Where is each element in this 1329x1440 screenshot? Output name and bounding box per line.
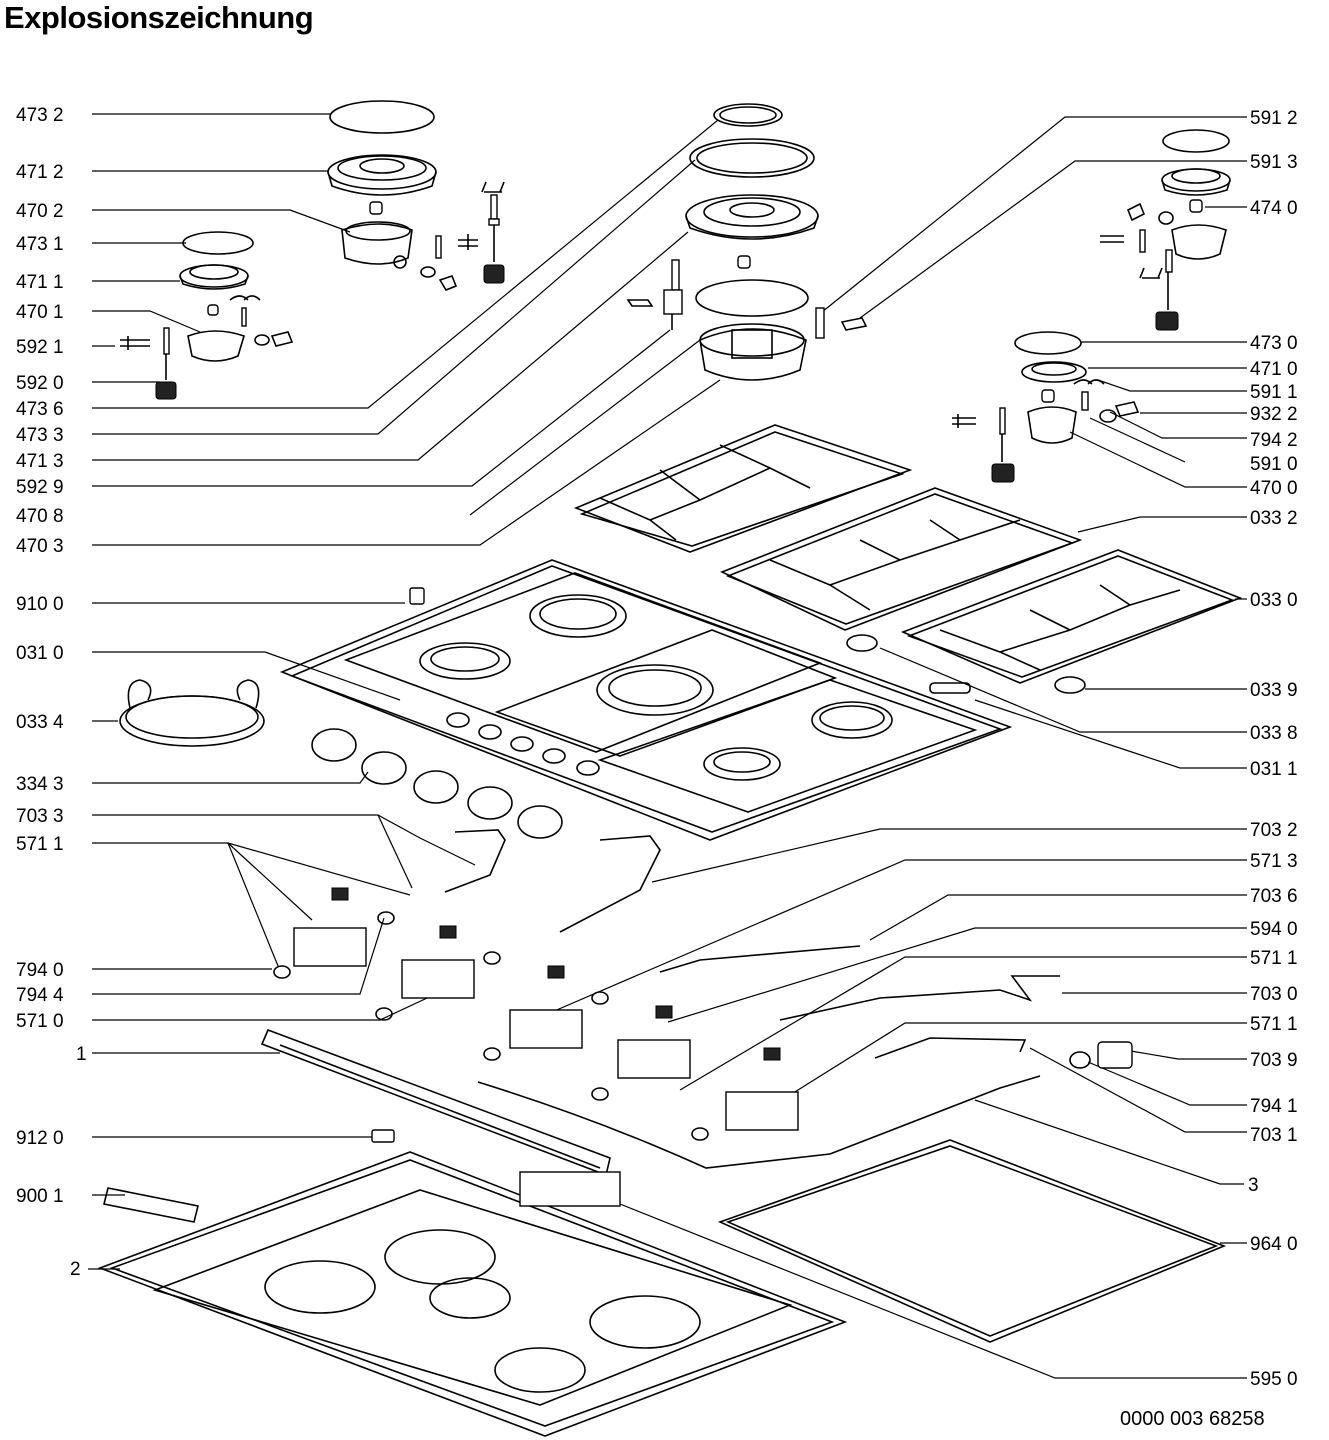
part-label: 031 0 (16, 643, 64, 664)
gas-pipes (444, 829, 1060, 1169)
part-label: 794 1 (1250, 1096, 1298, 1117)
page-title: Explosionszeichnung (4, 0, 314, 35)
part-label: 900 1 (16, 1186, 64, 1207)
right-labels: 591 2 591 3 474 0 473 0 471 0 591 1 932 … (1248, 108, 1298, 1390)
part-label: 591 1 (1250, 382, 1298, 403)
control-knobs (311, 728, 563, 839)
burner-small-left (120, 231, 294, 400)
part-label: 592 9 (16, 477, 64, 498)
part-label: 334 3 (16, 774, 64, 795)
front-rail (260, 1028, 611, 1177)
part-label: 794 4 (16, 985, 64, 1006)
part-label: 703 9 (1250, 1050, 1298, 1071)
part-label: 473 1 (16, 234, 64, 255)
hob-top-plate (279, 559, 1086, 841)
burner-right-top (1100, 129, 1231, 331)
part-label: 471 0 (1250, 359, 1298, 380)
part-label: 932 2 (1250, 404, 1298, 425)
part-label: 470 8 (16, 506, 64, 527)
part-label: 470 0 (1250, 478, 1298, 499)
left-labels: 473 2 471 2 470 2 473 1 471 1 470 1 592 … (16, 105, 87, 1280)
part-label: 033 9 (1250, 680, 1298, 701)
wok-ring (119, 679, 265, 747)
document-number: 0000 003 68258 (1120, 1408, 1265, 1430)
part-label: 591 0 (1250, 454, 1298, 475)
part-label: 471 2 (16, 162, 64, 183)
part-label: 2 (70, 1259, 81, 1280)
part-label: 474 0 (1250, 198, 1298, 219)
part-label: 033 4 (16, 712, 64, 733)
bottom-tray (97, 1151, 848, 1437)
part-label: 703 2 (1250, 820, 1298, 841)
part-label: 571 1 (1250, 1014, 1298, 1035)
part-label: 910 0 (16, 594, 64, 615)
part-label: 592 0 (16, 373, 64, 394)
gas-valves (273, 887, 1133, 1141)
part-label: 033 2 (1250, 508, 1298, 529)
part-label: 471 1 (16, 272, 64, 293)
part-label: 703 6 (1250, 886, 1298, 907)
part-label: 571 1 (1250, 948, 1298, 969)
pan-support-right (900, 549, 1243, 684)
burner-wok-center (626, 103, 868, 381)
part-label: 031 1 (1250, 759, 1298, 780)
part-label: 703 3 (16, 806, 64, 827)
part-label: 794 2 (1250, 430, 1298, 451)
part-label: 595 0 (1250, 1369, 1298, 1390)
part-label: 473 6 (16, 399, 64, 420)
part-label: 703 0 (1250, 984, 1298, 1005)
part-label: 1 (76, 1044, 87, 1065)
part-label: 470 2 (16, 201, 64, 222)
part-label: 703 1 (1250, 1125, 1298, 1146)
pan-support-middle (719, 487, 1083, 631)
burner-right-mid (952, 331, 1140, 483)
part-label: 594 0 (1250, 919, 1298, 940)
part-label: 3 (1248, 1175, 1259, 1196)
cover-plate (717, 1139, 1227, 1343)
part-label: 571 1 (16, 834, 64, 855)
small-parts (103, 1129, 621, 1223)
part-label: 471 3 (16, 451, 64, 472)
pan-support-left (573, 424, 913, 553)
part-label: 592 1 (16, 337, 64, 358)
leader-lines (88, 113, 1247, 1379)
burner-large-left (327, 100, 505, 291)
part-label: 964 0 (1250, 1234, 1298, 1255)
part-label: 033 8 (1250, 723, 1298, 744)
part-label: 470 3 (16, 536, 64, 557)
part-label: 470 1 (16, 302, 64, 323)
part-label: 473 0 (1250, 333, 1298, 354)
part-label: 794 0 (16, 960, 64, 981)
part-label: 591 2 (1250, 108, 1298, 129)
part-label: 033 0 (1250, 590, 1298, 611)
part-label: 571 0 (16, 1011, 64, 1032)
part-label: 473 3 (16, 425, 64, 446)
part-label: 912 0 (16, 1128, 64, 1149)
part-label: 571 3 (1250, 851, 1298, 872)
part-label: 473 2 (16, 105, 64, 126)
part-label: 591 3 (1250, 152, 1298, 173)
